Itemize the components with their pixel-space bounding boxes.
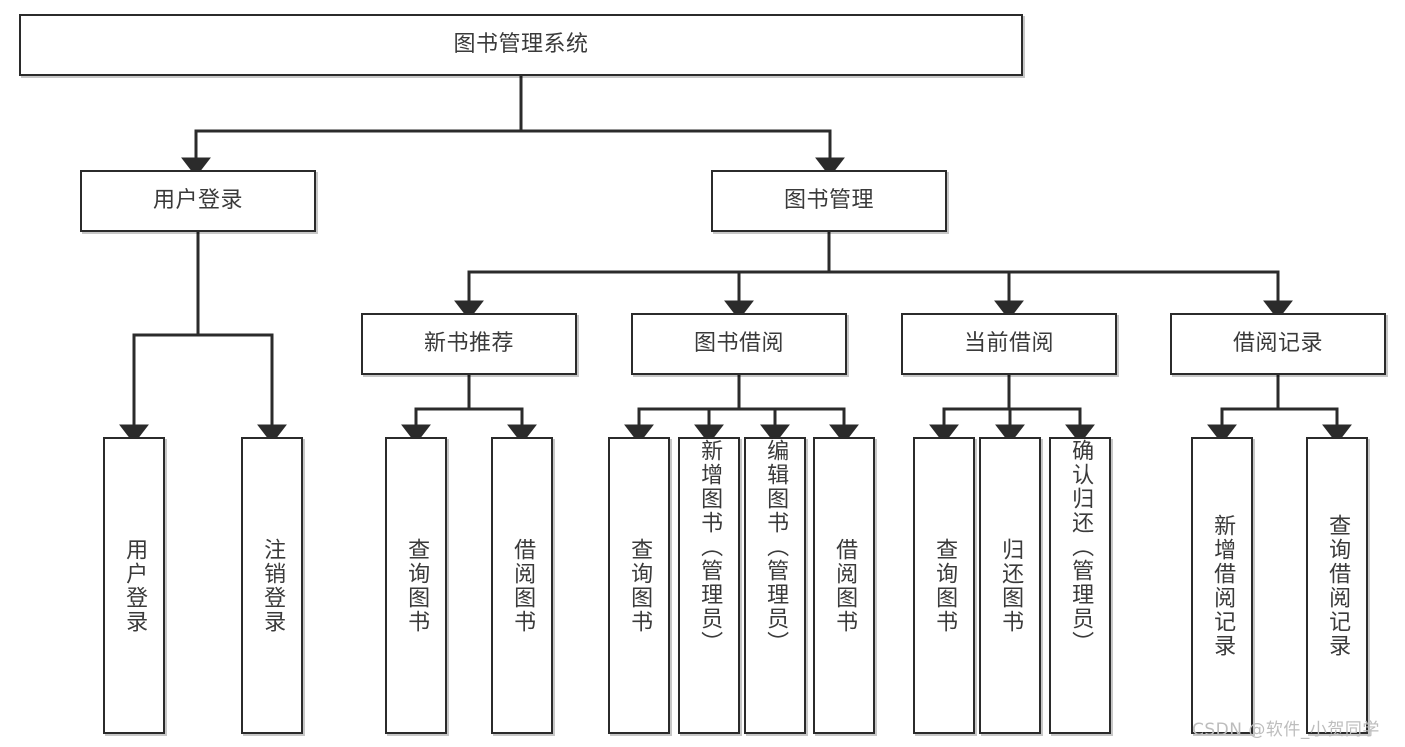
leaf-user-login-login[interactable]: 用户登录 [103, 437, 165, 734]
node-book-management[interactable]: 图书管理 [711, 170, 947, 232]
node-label: 查询图书 [627, 537, 653, 634]
leaf-user-login-logout[interactable]: 注销登录 [241, 437, 303, 734]
node-label: 图书管理系统 [453, 32, 589, 58]
node-label: 确认归还（管理员） [1068, 439, 1094, 655]
node-label: 注销登录 [260, 537, 286, 634]
leaf-current-confirm-return-admin[interactable]: 确认归还（管理员） [1049, 437, 1111, 734]
node-borrow-records[interactable]: 借阅记录 [1170, 313, 1386, 375]
node-new-book-recommend[interactable]: 新书推荐 [361, 313, 577, 375]
node-label: 用户登录 [152, 188, 243, 214]
node-label: 用户登录 [122, 537, 148, 634]
node-label: 借阅记录 [1232, 331, 1323, 357]
node-label: 查询图书 [932, 537, 958, 634]
leaf-records-add-record[interactable]: 新增借阅记录 [1191, 437, 1253, 734]
leaf-borrow-query-book[interactable]: 查询图书 [608, 437, 670, 734]
leaf-records-query-record[interactable]: 查询借阅记录 [1306, 437, 1368, 734]
node-label: 查询图书 [404, 537, 430, 634]
node-book-borrow[interactable]: 图书借阅 [631, 313, 847, 375]
node-label: 借阅图书 [832, 537, 858, 634]
node-label: 新增借阅记录 [1210, 513, 1236, 658]
leaf-borrow-edit-book-admin[interactable]: 编辑图书（管理员） [744, 437, 806, 734]
leaf-borrow-borrow-book[interactable]: 借阅图书 [813, 437, 875, 734]
node-label: 当前借阅 [963, 331, 1054, 357]
leaf-current-query-book[interactable]: 查询图书 [913, 437, 975, 734]
node-current-borrow[interactable]: 当前借阅 [901, 313, 1117, 375]
node-label: 查询借阅记录 [1325, 513, 1351, 658]
node-label: 新增图书（管理员） [697, 439, 723, 655]
leaf-new-book-query[interactable]: 查询图书 [385, 437, 447, 734]
leaf-current-return-book[interactable]: 归还图书 [979, 437, 1041, 734]
leaf-new-book-borrow[interactable]: 借阅图书 [491, 437, 553, 734]
node-root-book-management-system[interactable]: 图书管理系统 [19, 14, 1023, 76]
node-label: 图书借阅 [693, 331, 784, 357]
node-label: 借阅图书 [510, 537, 536, 634]
node-label: 新书推荐 [423, 331, 514, 357]
node-label: 图书管理 [783, 188, 874, 214]
leaf-borrow-add-book-admin[interactable]: 新增图书（管理员） [678, 437, 740, 734]
node-user-login[interactable]: 用户登录 [80, 170, 316, 232]
node-label: 编辑图书（管理员） [763, 439, 789, 655]
node-label: 归还图书 [998, 537, 1024, 634]
